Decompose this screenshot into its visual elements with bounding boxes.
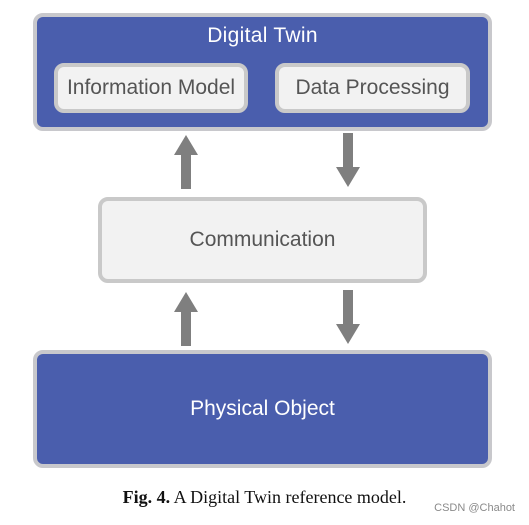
data-processing-block: Data Processing xyxy=(275,63,470,113)
caption-label: Fig. 4. xyxy=(122,487,171,507)
arrow-up-icon xyxy=(174,135,198,189)
watermark: CSDN @Chahot xyxy=(434,502,515,514)
physical-object-block: Physical Object xyxy=(33,350,492,468)
caption-text: A Digital Twin reference model. xyxy=(170,487,407,507)
digital-twin-title: Digital Twin xyxy=(207,24,318,47)
communication-block: Communication xyxy=(98,197,427,283)
figure-caption: Fig. 4. A Digital Twin reference model. xyxy=(0,487,529,508)
information-model-block: Information Model xyxy=(54,63,248,113)
arrow-down-icon xyxy=(336,133,360,187)
arrow-down-icon xyxy=(336,290,360,344)
arrow-up-icon xyxy=(174,292,198,346)
